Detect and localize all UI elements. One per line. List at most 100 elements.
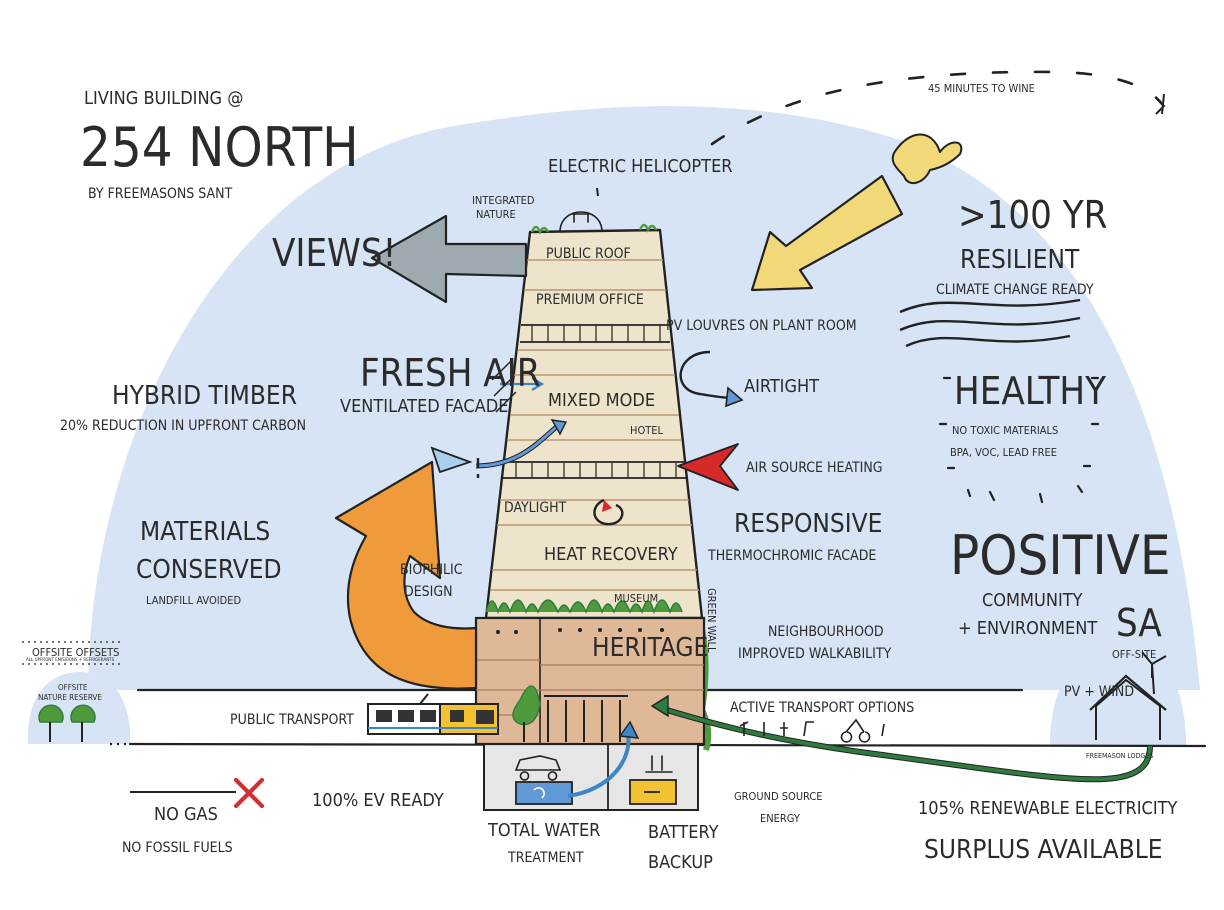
header-line1: LIVING BUILDING @ [84, 88, 243, 109]
responsive-label: RESPONSIVE [734, 509, 882, 539]
integrated-label-1: INTEGRATED [472, 194, 535, 207]
helicopter-leader [596, 187, 599, 197]
fresh-air-arrowhead [550, 419, 568, 436]
roof-plants [530, 223, 658, 235]
tower-floor-lines [490, 259, 699, 591]
flight-end-icon [1155, 93, 1166, 115]
lodge-house-icon [1095, 678, 1161, 740]
offsets-bracket [22, 641, 124, 665]
materials-arrow [334, 460, 478, 690]
no-fossil-label: NO FOSSIL FUELS [122, 840, 233, 856]
public-transport-label: PUBLIC TRANSPORT [230, 712, 354, 728]
environment-label: + ENVIRONMENT [958, 618, 1097, 639]
heritage-columns [544, 695, 628, 742]
ventilated-facade-lines [491, 359, 517, 413]
helipad-dome-icon [559, 211, 603, 231]
header-line3: BY FREEMASONS SANT [88, 186, 233, 202]
renewable-label: 105% RENEWABLE ELECTRICITY [918, 798, 1178, 819]
reserve-tree-trunks [49, 722, 83, 742]
sa-label: SA [1116, 601, 1162, 645]
healthy-label: HEALTHY [954, 369, 1106, 413]
heritage-podium [474, 616, 706, 746]
lodge-roof-pv [1089, 674, 1167, 711]
materials-label-2: CONSERVED [136, 555, 282, 585]
reserve-label-2: NATURE RESERVE [38, 693, 102, 702]
airtight-label: AIRTIGHT [744, 376, 819, 397]
air-source-label: AIR SOURCE HEATING [746, 460, 883, 476]
airtight-icon [679, 350, 733, 400]
positive-label: POSITIVE [950, 524, 1171, 587]
no-gas-x-icon [233, 777, 265, 809]
thermochromic-label: THERMOCHROMIC FACADE [707, 548, 876, 564]
hybrid-timber-label: HYBRID TIMBER [112, 381, 297, 411]
green-wall-label: GREEN WALL [705, 588, 718, 653]
fresh-air-label: FRESH AIR [360, 351, 541, 395]
surplus-label: SURPLUS AVAILABLE [924, 835, 1163, 865]
active-transport-label: ACTIVE TRANSPORT OPTIONS [730, 700, 914, 716]
airtight-arrowhead [725, 386, 744, 408]
climate-ready-label: CLIMATE CHANGE READY [936, 282, 1094, 298]
train-leader [419, 693, 429, 705]
wind-flag-icon [430, 446, 473, 474]
air-source-arrow [677, 443, 739, 491]
ev-arrowhead [618, 720, 640, 739]
hotel-label: HOTEL [630, 424, 664, 437]
ground-source-label-2: ENERGY [760, 812, 801, 825]
premium-office-label: PREMIUM OFFICE [536, 292, 644, 308]
sun-arrow [750, 174, 904, 292]
bpa-label: BPA, VOC, LEAD FREE [950, 446, 1057, 459]
heat-recovery-label: HEAT RECOVERY [544, 544, 678, 565]
renewable-arrowhead [650, 694, 669, 718]
wine-label: 45 MINUTES TO WINE [928, 82, 1035, 95]
biophilic-label-2: DESIGN [404, 584, 453, 600]
fresh-air-flow-blue [475, 422, 561, 468]
ev-charge-arrow [567, 733, 631, 798]
helicopter-label: ELECTRIC HELICOPTER [548, 156, 733, 177]
train-windows [376, 710, 494, 724]
daylight-label: DAYLIGHT [504, 500, 567, 516]
yr-label: >100 YR [958, 193, 1107, 237]
ev-ready-label: 100% EV READY [312, 790, 444, 811]
heat-recovery-red-icon [602, 500, 612, 512]
biophilic-label-1: BIOPHILIC [400, 562, 463, 578]
community-label: COMMUNITY [982, 590, 1083, 611]
battery-label-1: BATTERY [648, 822, 719, 843]
no-toxic-label: NO TOXIC MATERIALS [952, 424, 1058, 437]
hybrid-timber-sub: 20% REDUCTION IN UPFRONT CARBON [60, 418, 306, 434]
resilient-label: RESILIENT [960, 245, 1080, 275]
sun-bird-icon [891, 133, 963, 185]
pv-louvre-band [520, 324, 670, 343]
public-roof-label: PUBLIC ROOF [546, 246, 631, 262]
active-transport-icons [739, 718, 885, 743]
bike-rack-icon [645, 755, 673, 773]
renewable-feed-green [659, 706, 1152, 782]
heat-recovery-icon [593, 498, 624, 526]
sa-offsite-label: OFF-SITE [1112, 648, 1156, 661]
museum-label: MUSEUM [614, 592, 658, 605]
neighbourhood-label: NEIGHBOURHOOD [768, 624, 884, 640]
materials-label-1: MATERIALS [140, 517, 270, 547]
integrated-label-2: NATURE [476, 208, 516, 221]
resilient-waves [899, 298, 1081, 348]
water-label-1: TOTAL WATER [487, 820, 600, 841]
no-gas-label: NO GAS [154, 804, 218, 825]
pv-louvres-label: PV LOUVRES ON PLANT ROOM [666, 318, 857, 334]
healthy-dots [938, 376, 1100, 504]
views-label: VIEWS! [272, 231, 396, 275]
mixed-mode-label: MIXED MODE [548, 390, 655, 411]
wind-turbine-icon [1141, 651, 1167, 695]
street-tree-icon [512, 685, 541, 726]
walkability-label: IMPROVED WALKABILITY [738, 646, 892, 662]
offsets-label: OFFSITE OFFSETS [32, 646, 119, 659]
louvre-band-lower [502, 461, 687, 479]
lodges-label: FREEMASON LODGES [1086, 752, 1153, 760]
green-wall-plants [485, 599, 683, 615]
street-line [136, 688, 1024, 692]
ground-source-label-1: GROUND SOURCE [734, 790, 823, 803]
views-arrow [370, 214, 528, 304]
reserve-label-1: OFFSITE [58, 683, 88, 692]
water-swirl-icon [533, 787, 545, 799]
landfill-label: LANDFILL AVOIDED [146, 594, 242, 607]
header-line2: 254 NORTH [80, 116, 359, 179]
